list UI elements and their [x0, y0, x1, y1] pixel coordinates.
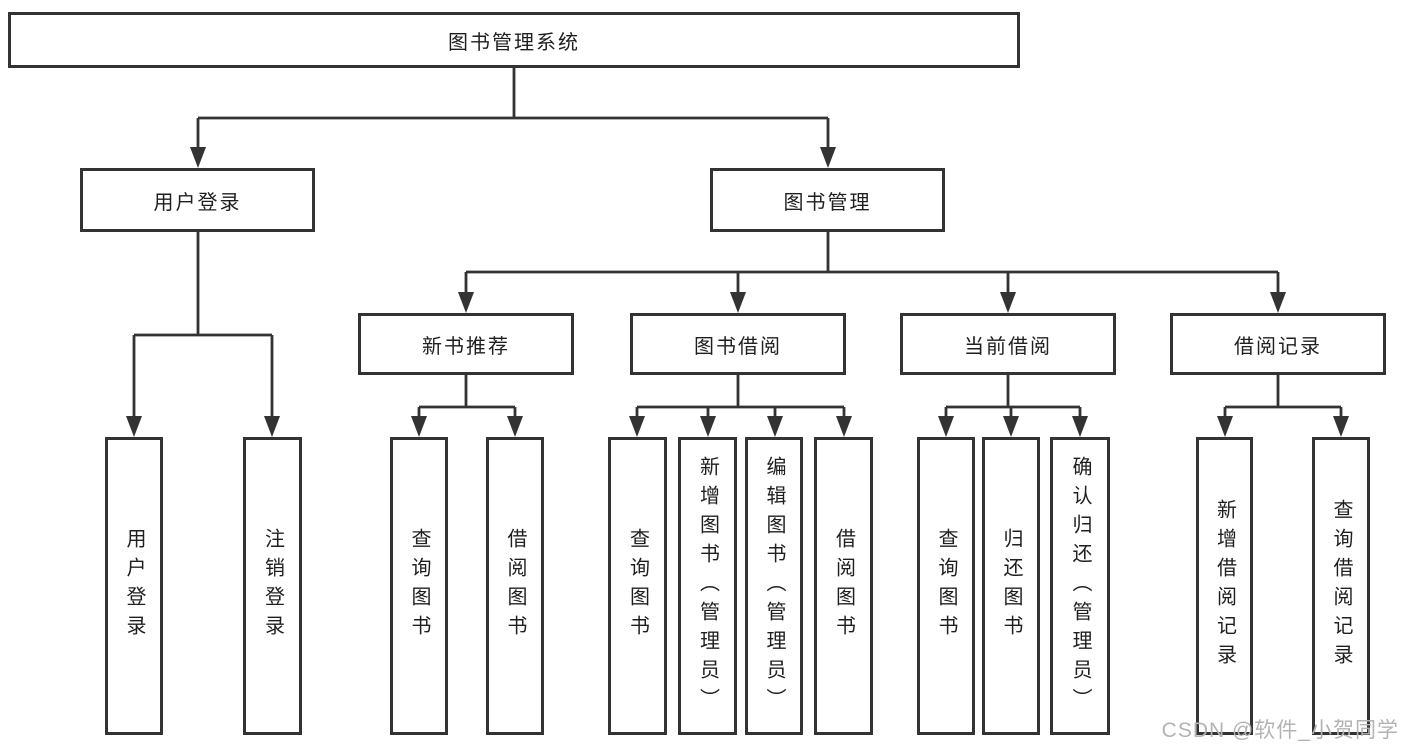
node-label: 查询图书	[935, 528, 957, 644]
node-library-management-system: 图书管理系统	[8, 12, 1020, 68]
node-label: 归还图书	[1000, 528, 1022, 644]
node-label: 借阅记录	[1234, 335, 1322, 358]
leaf-edit-book-admin: 编辑图书（管理员）	[745, 437, 803, 735]
node-user-login: 用户登录	[80, 168, 315, 232]
leaf-borrow-books-recommend: 借阅图书	[486, 437, 544, 735]
node-new-book-recommendation: 新书推荐	[358, 313, 574, 375]
node-label: 新书推荐	[422, 335, 510, 358]
leaf-add-book-admin: 新增图书（管理员）	[678, 437, 737, 735]
leaf-return-books: 归还图书	[982, 437, 1040, 735]
leaf-query-books-borrowing: 查询图书	[608, 437, 667, 735]
watermark: CSDN @软件_小贺同学	[1161, 719, 1399, 742]
node-book-borrowing: 图书借阅	[630, 313, 846, 375]
node-label: 查询借阅记录	[1330, 499, 1352, 673]
leaf-query-borrow-record: 查询借阅记录	[1312, 437, 1370, 735]
leaf-logout: 注销登录	[243, 437, 302, 735]
node-label: 用户登录	[153, 191, 242, 214]
leaf-add-borrow-record: 新增借阅记录	[1196, 437, 1253, 735]
node-borrowing-records: 借阅记录	[1170, 313, 1386, 375]
node-label: 借阅图书	[504, 528, 526, 644]
node-book-management: 图书管理	[710, 168, 945, 232]
node-label: 注销登录	[261, 528, 284, 644]
node-label: 新增借阅记录	[1213, 499, 1236, 673]
node-label: 编辑图书（管理员）	[763, 455, 785, 717]
leaf-borrow-books-borrowing: 借阅图书	[814, 437, 873, 735]
node-label: 查询图书	[626, 528, 649, 644]
node-label: 借阅图书	[832, 528, 855, 644]
leaf-query-books-current: 查询图书	[917, 437, 975, 735]
node-label: 图书借阅	[694, 335, 782, 358]
node-label: 图书管理	[783, 191, 872, 214]
node-label: 图书管理系统	[448, 31, 580, 54]
node-label: 用户登录	[123, 528, 145, 644]
node-label: 新增图书（管理员）	[696, 455, 719, 717]
node-label: 当前借阅	[964, 335, 1052, 358]
leaf-query-books-recommend: 查询图书	[390, 437, 448, 735]
leaf-user-login: 用户登录	[105, 437, 163, 735]
node-label: 查询图书	[408, 528, 430, 644]
leaf-confirm-return-admin: 确认归还（管理员）	[1050, 437, 1110, 735]
node-label: 确认归还（管理员）	[1069, 455, 1091, 717]
node-current-borrowing: 当前借阅	[900, 313, 1116, 375]
